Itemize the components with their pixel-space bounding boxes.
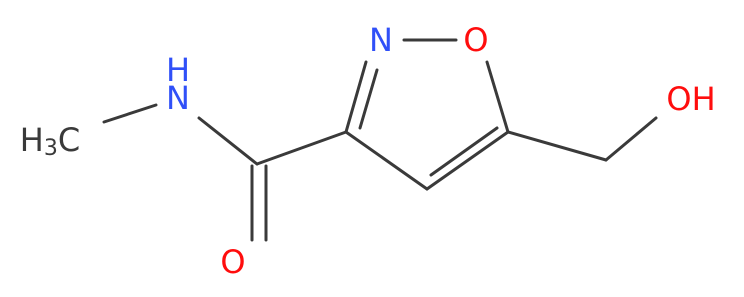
bond-c4-c3 — [344, 130, 429, 191]
bond-c3-carbonyl — [255, 130, 348, 166]
ring-oxygen-label: O — [463, 21, 488, 59]
methyl-hydrogen-label: H — [20, 121, 44, 159]
bond-o-c5 — [485, 60, 510, 134]
bond-carbonyl-n — [197, 116, 259, 166]
methyl-subscript-label: 3 — [44, 136, 58, 161]
bonds — [102, 38, 658, 242]
amide-hydrogen-label: H — [166, 51, 190, 89]
bond-c3-n-inner — [358, 68, 379, 130]
methyl-group-label: H3C — [20, 121, 80, 161]
bond-n-methyl — [102, 103, 158, 124]
hydroxyl-label: OH — [666, 80, 715, 118]
amide-nitrogen-label: N — [166, 79, 190, 117]
bond-c5-c4-inner — [429, 126, 499, 177]
carbonyl-oxygen-label: O — [220, 243, 245, 281]
bond-ch2-oh — [604, 116, 658, 162]
methyl-carbon-label: C — [58, 121, 80, 159]
atom-labels: N O H N O OH H3C — [20, 21, 716, 281]
ring-nitrogen-label: N — [369, 21, 393, 59]
bond-c5-ch2 — [506, 130, 608, 162]
bond-c3-n — [344, 60, 368, 134]
bond-c5-c4 — [425, 130, 510, 191]
